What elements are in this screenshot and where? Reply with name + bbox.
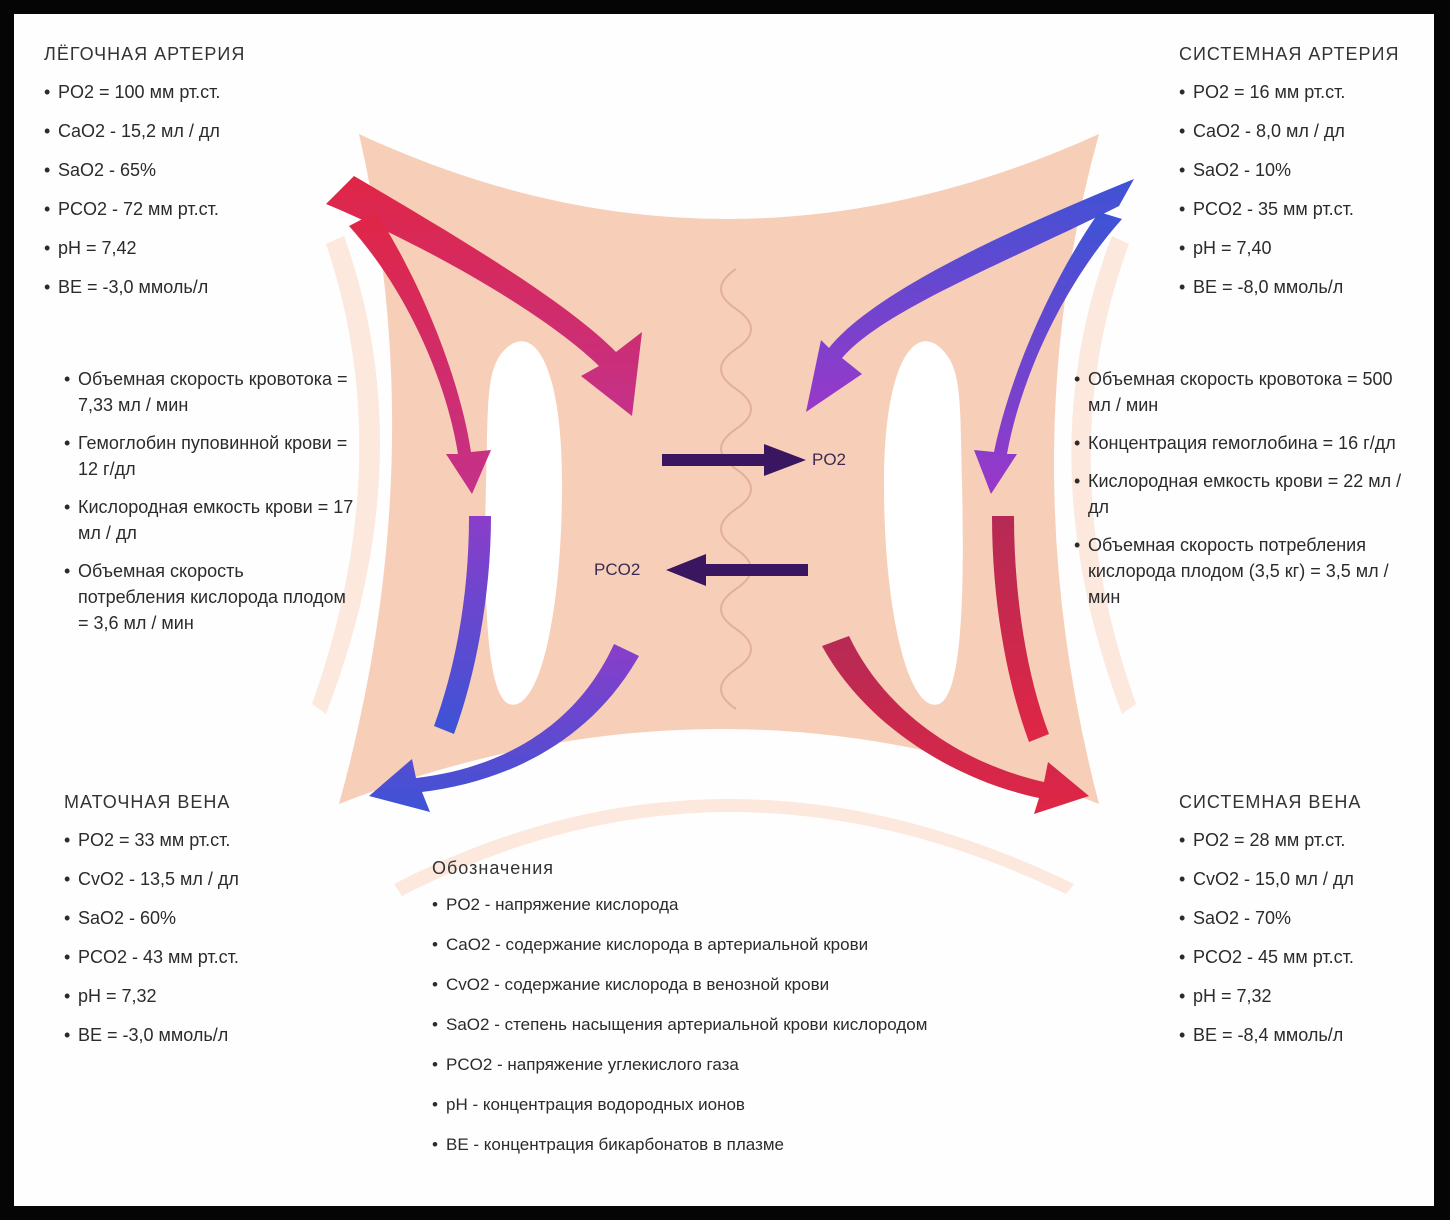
list-item: CvO2 - 15,0 мл / дл	[1179, 866, 1424, 892]
list-item: PCO2 - 72 мм рт.ст.	[44, 196, 314, 222]
list-item: pH = 7,40	[1179, 235, 1424, 261]
legend-item: PO2 - напряжение кислорода	[432, 893, 1072, 917]
legend-item: PCO2 - напряжение углекислого газа	[432, 1053, 1072, 1077]
list-item: Концентрация гемоглобина = 16 г/дл	[1074, 430, 1419, 456]
list-item: pH = 7,42	[44, 235, 314, 261]
list-item: CvO2 - 13,5 мл / дл	[64, 866, 334, 892]
block-title: СИСТЕМНАЯ ВЕНА	[1179, 792, 1424, 813]
list-item: BE = -8,4 ммоль/л	[1179, 1022, 1424, 1048]
list-item: PCO2 - 35 мм рт.ст.	[1179, 196, 1424, 222]
list-item: PCO2 - 43 мм рт.ст.	[64, 944, 334, 970]
list-item: Кислородная емкость крови = 17 мл / дл	[64, 494, 354, 546]
list-item: PO2 = 100 мм рт.ст.	[44, 79, 314, 105]
list-item: Объемная скорость потребления кислорода …	[64, 558, 354, 636]
legend-title: Обозначения	[432, 858, 1072, 879]
po2-label: PO2	[812, 450, 846, 470]
list-item: BE = -3,0 ммоль/л	[64, 1022, 334, 1048]
uterine-vein-block: МАТОЧНАЯ ВЕНА PO2 = 33 мм рт.ст. CvO2 - …	[64, 792, 334, 1061]
systemic-vein-block: СИСТЕМНАЯ ВЕНА PO2 = 28 мм рт.ст. CvO2 -…	[1179, 792, 1424, 1061]
list-item: PCO2 - 45 мм рт.ст.	[1179, 944, 1424, 970]
list-item: BE = -8,0 ммоль/л	[1179, 274, 1424, 300]
pulmonary-artery-block: ЛЁГОЧНАЯ АРТЕРИЯ PO2 = 100 мм рт.ст. CaO…	[44, 44, 314, 313]
list-item: PO2 = 33 мм рт.ст.	[64, 827, 334, 853]
list-item: SaO2 - 10%	[1179, 157, 1424, 183]
list-item: PO2 = 16 мм рт.ст.	[1179, 79, 1424, 105]
list-item: SaO2 - 65%	[44, 157, 314, 183]
list-item: PO2 = 28 мм рт.ст.	[1179, 827, 1424, 853]
block-title: МАТОЧНАЯ ВЕНА	[64, 792, 334, 813]
legend-item: CaO2 - содержание кислорода в артериальн…	[432, 933, 1072, 957]
legend-item: pH - концентрация водородных ионов	[432, 1093, 1072, 1117]
legend-item: BE - концентрация бикарбонатов в плазме	[432, 1133, 1072, 1157]
list-item: CaO2 - 8,0 мл / дл	[1179, 118, 1424, 144]
list-item: CaO2 - 15,2 мл / дл	[44, 118, 314, 144]
diagram-canvas: PO2 PCO2 ЛЁГОЧНАЯ АРТЕРИЯ PO2 = 100 мм р…	[14, 14, 1434, 1206]
list-item: SaO2 - 70%	[1179, 905, 1424, 931]
list-item: Кислородная емкость крови = 22 мл / дл	[1074, 468, 1419, 520]
list-item: BE = -3,0 ммоль/л	[44, 274, 314, 300]
maternal-parameters-block: Объемная скорость кровотока = 500 мл / м…	[1074, 366, 1419, 622]
legend-block: Обозначения PO2 - напряжение кислорода C…	[432, 858, 1072, 1173]
systemic-artery-block: СИСТЕМНАЯ АРТЕРИЯ PO2 = 16 мм рт.ст. CaO…	[1179, 44, 1424, 313]
list-item: pH = 7,32	[64, 983, 334, 1009]
legend-item: SaO2 - степень насыщения артериальной кр…	[432, 1013, 1072, 1037]
list-item: SaO2 - 60%	[64, 905, 334, 931]
list-item: Объемная скорость кровотока = 500 мл / м…	[1074, 366, 1419, 418]
fetal-parameters-block: Объемная скорость кровотока = 7,33 мл / …	[64, 366, 354, 648]
pco2-label: PCO2	[594, 560, 640, 580]
list-item: Гемоглобин пуповинной крови = 12 г/дл	[64, 430, 354, 482]
list-item: Объемная скорость кровотока = 7,33 мл / …	[64, 366, 354, 418]
list-item: Объемная скорость потребления кислорода …	[1074, 532, 1419, 610]
legend-item: CvO2 - содержание кислорода в венозной к…	[432, 973, 1072, 997]
block-title: СИСТЕМНАЯ АРТЕРИЯ	[1179, 44, 1424, 65]
list-item: pH = 7,32	[1179, 983, 1424, 1009]
block-title: ЛЁГОЧНАЯ АРТЕРИЯ	[44, 44, 314, 65]
